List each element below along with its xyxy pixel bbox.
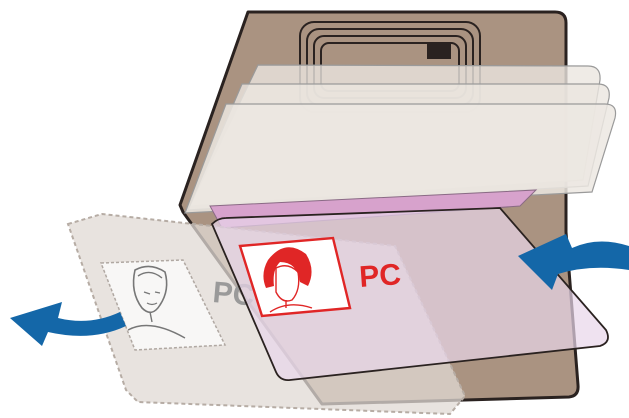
passport-pages (185, 65, 616, 213)
new-card-pc-label: PC (358, 258, 402, 294)
